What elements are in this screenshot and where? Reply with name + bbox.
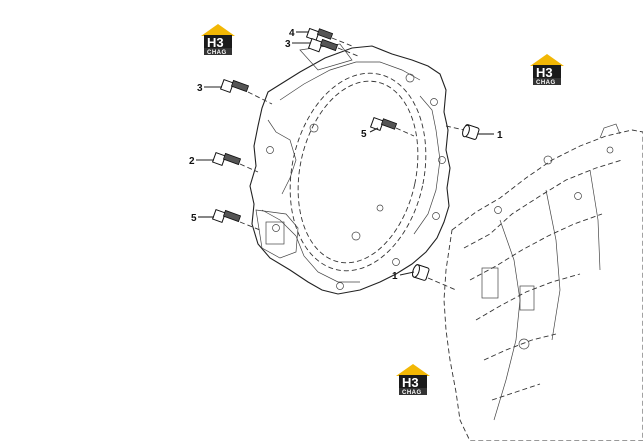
bolt-3-left: [204, 78, 273, 105]
dowel-1-lower: [399, 264, 457, 291]
flywheel-housing: [249, 43, 451, 295]
svg-text:CHAG: CHAG: [207, 50, 227, 56]
callout-5-lower: 5: [191, 213, 197, 224]
watermark-logo-top-right: H3 CHAG: [530, 54, 564, 86]
svg-text:CHAG: CHAG: [402, 390, 422, 396]
svg-text:H3: H3: [402, 375, 419, 390]
bolt-5-middle: [369, 116, 415, 137]
engine-block: [443, 123, 643, 441]
callout-3-left: 3: [197, 83, 203, 94]
bolt-5-lower: [198, 208, 261, 231]
watermark-logo-bottom: H3 CHAG: [396, 364, 430, 396]
callout-1-lower: 1: [392, 271, 398, 282]
svg-text:H3: H3: [536, 65, 553, 80]
svg-text:CHAG: CHAG: [536, 80, 556, 86]
svg-text:H3: H3: [207, 35, 224, 50]
callout-1-upper: 1: [497, 130, 503, 141]
dowel-1-upper: [445, 124, 494, 140]
callout-2: 2: [189, 156, 195, 167]
callout-4: 4: [289, 28, 295, 39]
callout-3-top: 3: [285, 39, 291, 50]
watermark-logo-top-left: H3 CHAG: [201, 24, 235, 56]
callout-5-middle: 5: [361, 129, 367, 140]
bolt-3-top: [292, 37, 359, 57]
bolt-2: [196, 151, 259, 173]
bolt-4: [296, 27, 353, 47]
